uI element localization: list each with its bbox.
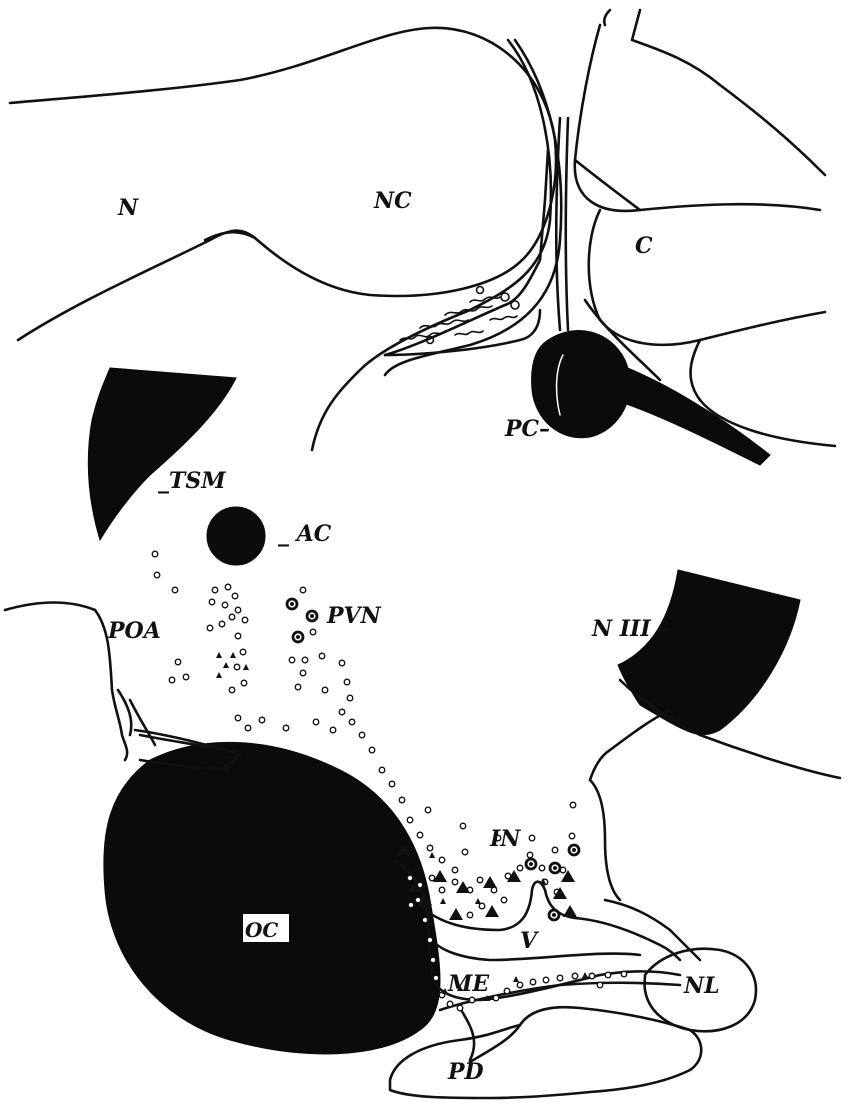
label-in: IN	[489, 826, 521, 852]
label-oc: OC	[245, 918, 278, 942]
label-tsm: _TSM	[158, 468, 226, 494]
label-ac: _ AC	[278, 521, 332, 547]
label-v: V	[520, 928, 539, 954]
label-n: N	[117, 195, 139, 221]
label-pd: PD	[447, 1059, 484, 1085]
anterior-commissure	[207, 507, 265, 565]
label-niii: N III –	[591, 616, 669, 642]
label-c: C	[635, 233, 653, 259]
label-nl: NL	[683, 973, 720, 999]
label-pc: PC–	[504, 416, 550, 442]
label-me: ME	[447, 971, 490, 997]
label-poa: POA	[107, 618, 161, 644]
label-nc: NC	[373, 188, 412, 214]
oculomotor-nerve	[618, 570, 800, 735]
tractus-septomesencephalicus	[88, 368, 236, 540]
optic-chiasm	[104, 742, 440, 1054]
label-pvn: PVN	[326, 603, 382, 629]
posterior-commissure-tail	[615, 365, 770, 465]
